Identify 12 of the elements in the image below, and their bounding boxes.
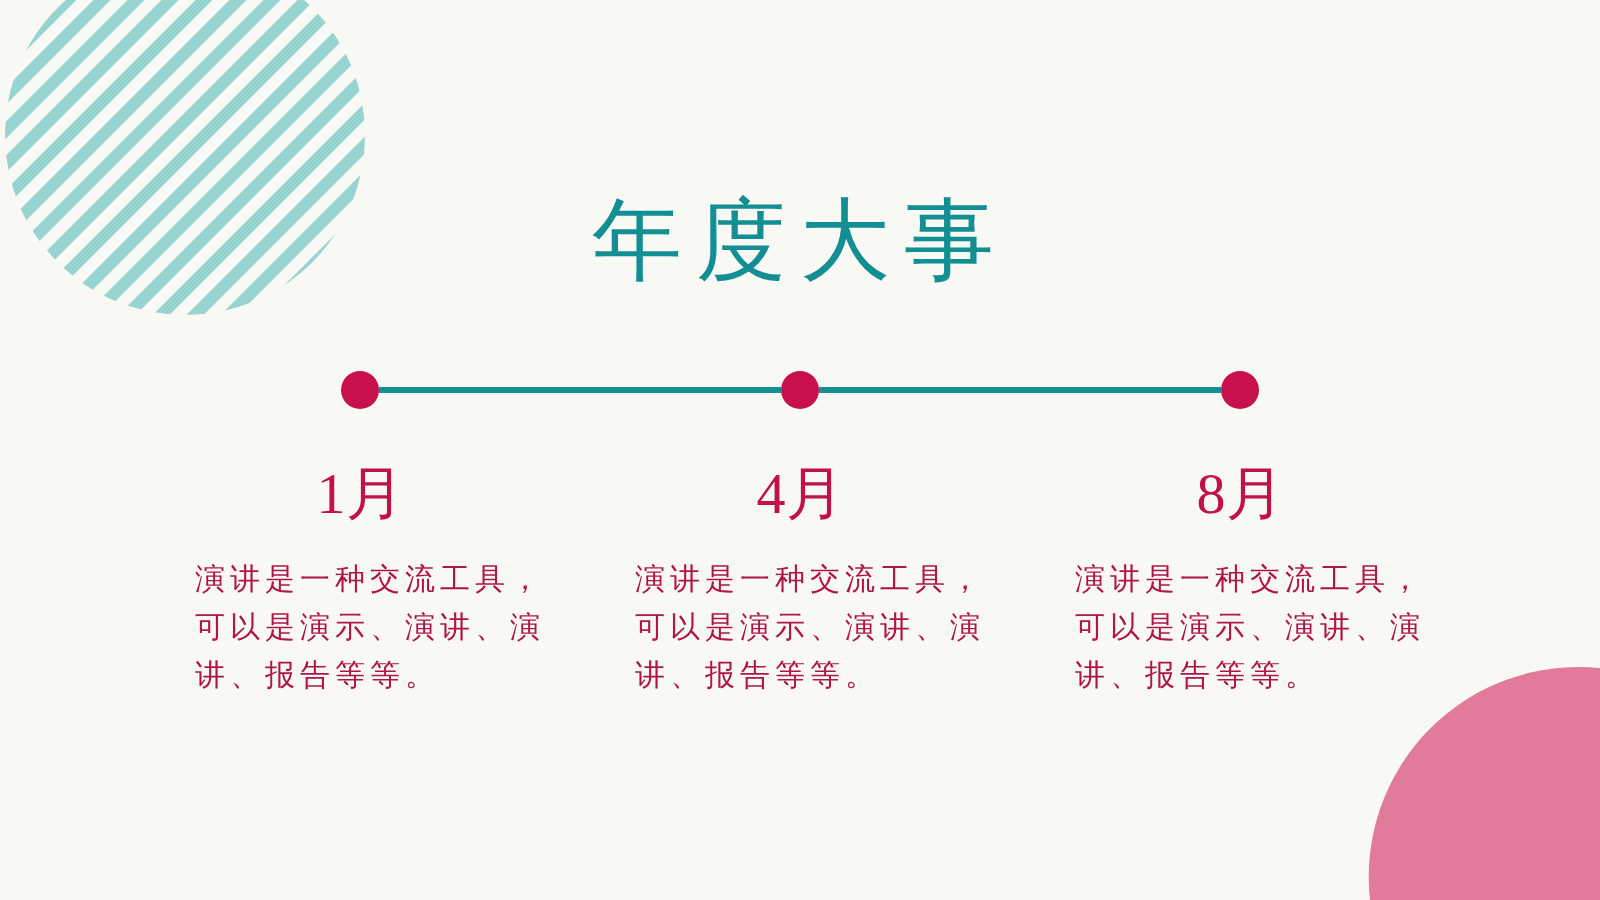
month-label: 1月 — [315, 460, 405, 528]
description-text: 演讲是一种交流工具，可以是演示、演讲、演讲、报告等等。 — [1075, 561, 1426, 693]
description-text: 演讲是一种交流工具，可以是演示、演讲、演讲、报告等等。 — [635, 561, 986, 693]
timeline-dot — [1221, 371, 1259, 409]
description-text: 演讲是一种交流工具，可以是演示、演讲、演讲、报告等等。 — [195, 561, 546, 693]
timeline-line — [819, 387, 1221, 393]
timeline-dot — [341, 371, 379, 409]
timeline-line — [379, 387, 781, 393]
timeline-dot — [781, 371, 819, 409]
title: 年度大事 — [592, 191, 1008, 290]
month-label: 8月 — [1195, 460, 1285, 528]
month-label: 4月 — [755, 460, 845, 528]
